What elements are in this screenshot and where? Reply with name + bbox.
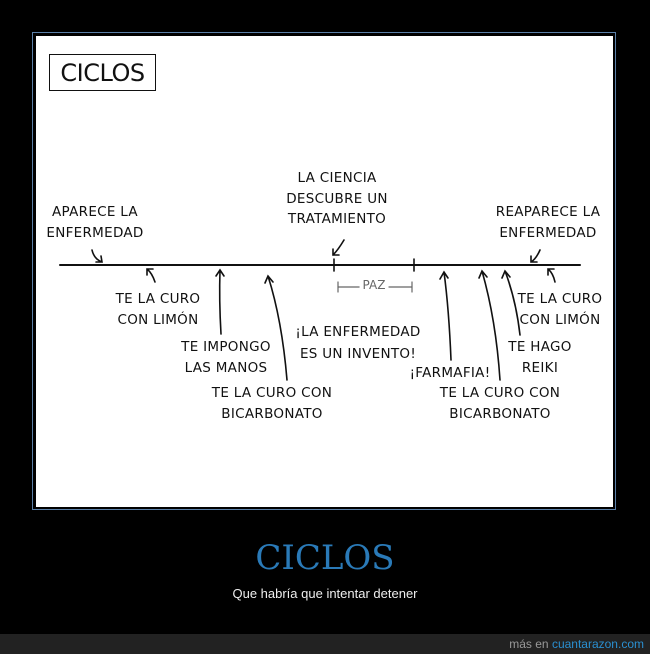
arrow-limon2 (547, 268, 556, 283)
label-line: REIKI (521, 359, 559, 376)
label-line: TE LA CURO (115, 291, 201, 307)
label-line: CON LIMÓN (519, 311, 601, 328)
label-line: ENFERMEDAD (499, 224, 597, 241)
label-aparece: APARECE LA ENFERMEDAD (46, 202, 143, 243)
footer-bar: más en cuantarazon.com (0, 634, 650, 654)
label-line: ¡FARMAFIA! (409, 365, 491, 381)
label-ciencia: LA CIENCIA DESCUBRE UN TRATAMIENTO (286, 168, 388, 230)
label-line: LA CIENCIA (297, 170, 377, 186)
label-farmafia: ¡FARMAFIA! (410, 363, 491, 384)
label-line: LAS MANOS (184, 359, 268, 376)
arrow-farmafia (439, 270, 452, 361)
site-link[interactable]: cuantarazon.com (551, 637, 644, 651)
label-bicarbonato-1: TE LA CURO CON BICARBONATO (212, 383, 332, 424)
label-line: ES UN INVENTO! (299, 346, 417, 362)
caption-title: CICLOS (255, 538, 395, 578)
arrow-bicarbonato1 (264, 274, 288, 381)
label-limon-1: TE LA CURO CON LIMÓN (116, 289, 201, 330)
label-reaparece: REAPARECE LA ENFERMEDAD (496, 202, 600, 243)
label-bicarbonato-2: TE LA CURO CON BICARBONATO (440, 383, 560, 424)
comic-frame (32, 32, 616, 510)
label-line: ¡LA ENFERMEDAD (295, 324, 421, 340)
arrow-manos (215, 268, 225, 335)
arrow-reaparece (530, 249, 541, 263)
label-line: CON LIMÓN (117, 311, 199, 328)
label-line: DESCUBRE UN (286, 190, 388, 207)
label-line: BICARBONATO (221, 405, 323, 422)
caption-subtitle: Que habría que intentar detener (232, 586, 418, 601)
label-line: REAPARECE LA (495, 204, 601, 220)
arrow-bicarbonato2 (478, 269, 501, 381)
label-line: TE LA CURO CON (211, 385, 333, 401)
label-line: TE LA CURO (517, 291, 603, 307)
label-manos: TE IMPONGO LAS MANOS (181, 337, 271, 378)
arrows (91, 239, 556, 381)
footer-prefix: más en (509, 637, 549, 651)
label-line: APARECE LA (52, 204, 138, 220)
arrow-reiki (501, 269, 521, 336)
label-line: TRATAMIENTO (287, 211, 387, 227)
label-line: TE IMPONGO (181, 339, 271, 355)
label-reiki: TE HAGO REIKI (508, 337, 571, 378)
arrow-limon1 (146, 268, 156, 283)
peace-label: PAZ (359, 278, 389, 292)
label-line: ENFERMEDAD (46, 224, 144, 241)
label-invento: ¡LA ENFERMEDAD ES UN INVENTO! (295, 321, 420, 365)
arrow-ciencia (332, 239, 345, 256)
arrow-aparece (91, 249, 103, 263)
comic-title: CICLOS (49, 54, 156, 91)
label-line: BICARBONATO (449, 405, 551, 422)
label-limon-2: TE LA CURO CON LIMÓN (518, 289, 603, 330)
label-line: TE HAGO (508, 339, 572, 355)
label-line: TE LA CURO CON (439, 385, 561, 401)
comic-panel (36, 36, 613, 507)
